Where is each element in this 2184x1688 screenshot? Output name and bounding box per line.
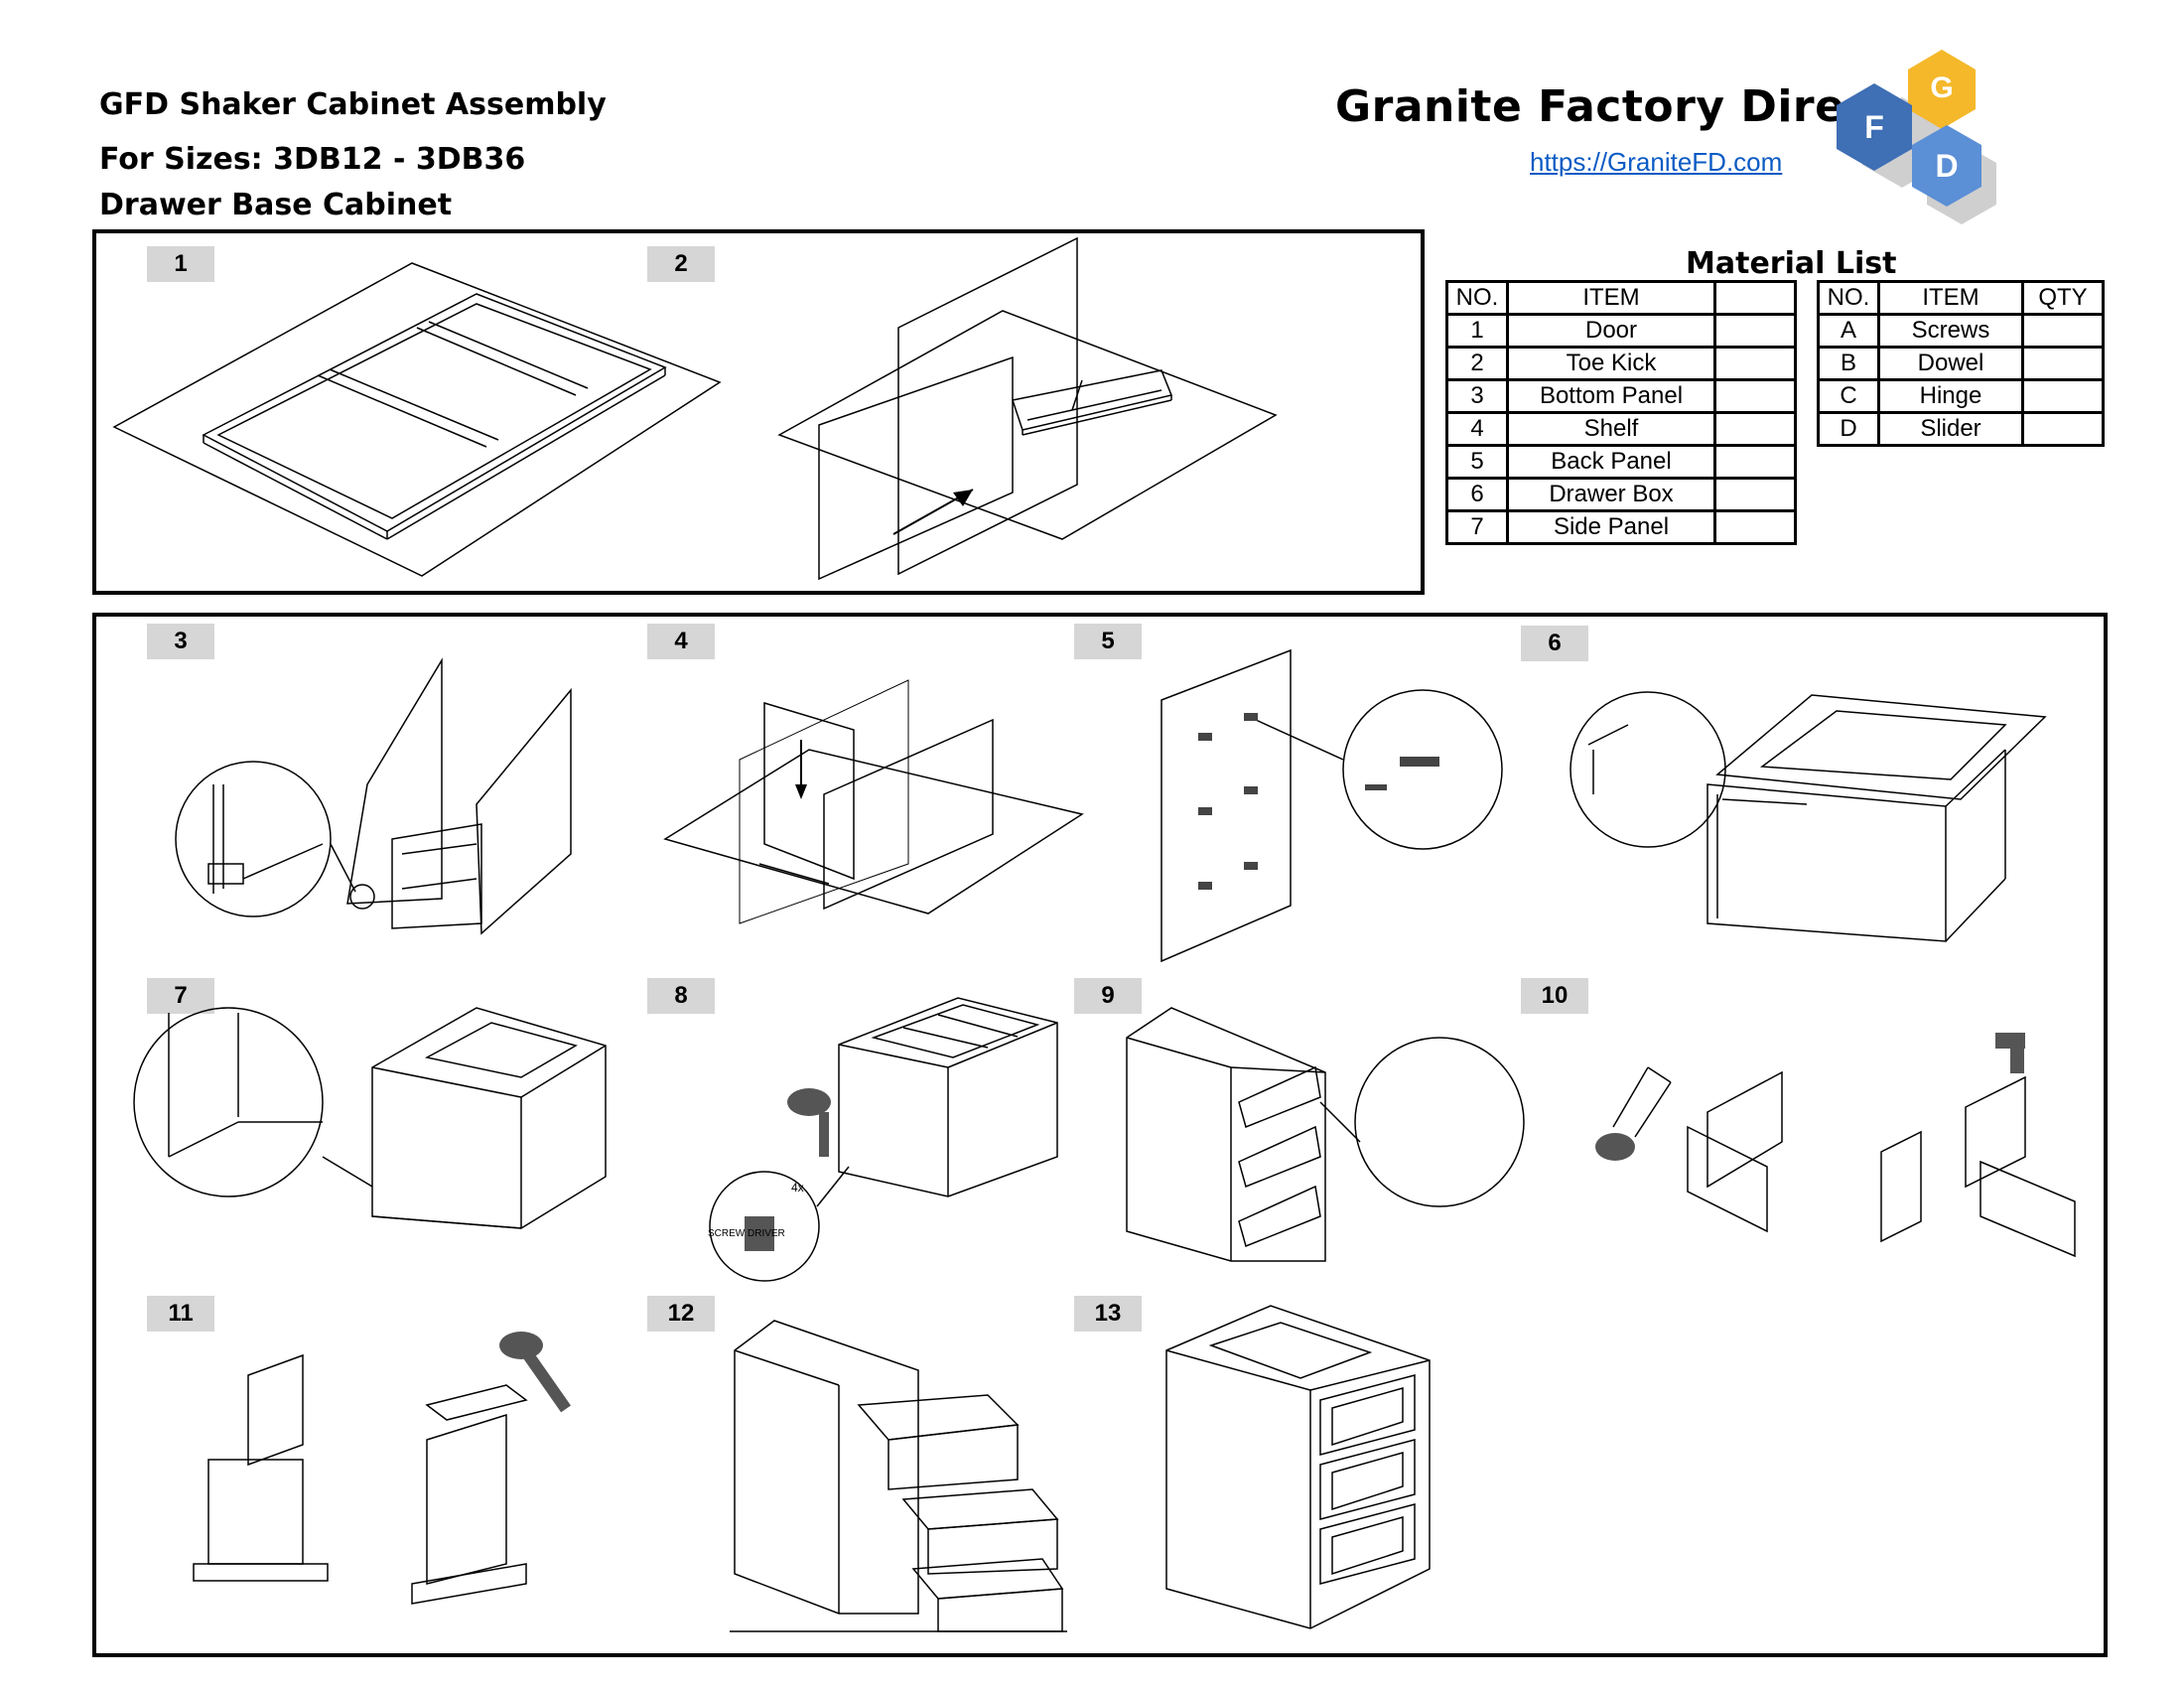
step-badge-1: 1 xyxy=(147,246,214,282)
step-6-face-frame-attach-illustration xyxy=(1569,685,2065,953)
part-qty xyxy=(1713,378,1797,414)
logo-letter-d: D xyxy=(1935,148,1958,184)
hardware-qty xyxy=(2021,346,2105,381)
part-no: 6 xyxy=(1445,477,1509,512)
step-13-finished-cabinet-illustration xyxy=(1161,1301,1439,1638)
part-no: 1 xyxy=(1445,313,1509,349)
step-9-slider-illustration xyxy=(1122,1003,1529,1271)
step-5-back-panel-illustration xyxy=(1157,645,1504,963)
part-qty xyxy=(1713,477,1797,512)
hardware-no: D xyxy=(1817,411,1880,447)
step-badge-8: 8 xyxy=(647,978,715,1014)
part-item: Toe Kick xyxy=(1506,346,1716,381)
part-no: 5 xyxy=(1445,444,1509,480)
step-badge-7: 7 xyxy=(147,978,214,1014)
hardware-item: Screws xyxy=(1877,313,2024,349)
step-badge-11: 11 xyxy=(147,1296,214,1332)
hardware-table-header: NO. ITEM QTY xyxy=(1817,280,2105,316)
step-4-shelf-illustration xyxy=(660,665,1087,923)
step-badge-10: 10 xyxy=(1521,978,1588,1014)
col-header-item: ITEM xyxy=(1877,280,2024,316)
part-no: 4 xyxy=(1445,411,1509,447)
step-badge-3: 3 xyxy=(147,624,214,659)
hardware-qty xyxy=(2021,378,2105,414)
logo-letter-g: G xyxy=(1930,71,1953,104)
step-8-screw-illustration: SCREW DRIVER 4x xyxy=(708,993,1077,1281)
part-item: Drawer Box xyxy=(1506,477,1716,512)
step-badge-6: 6 xyxy=(1521,626,1588,661)
step-badge-2: 2 xyxy=(647,246,715,282)
step-badge-4: 4 xyxy=(647,624,715,659)
step-7-cabinet-box-illustration xyxy=(129,998,625,1236)
col-header-no: NO. xyxy=(1817,280,1880,316)
hardware-item: Dowel xyxy=(1877,346,2024,381)
col-header-qty xyxy=(1713,280,1797,316)
part-no: 3 xyxy=(1445,378,1509,414)
document-title: GFD Shaker Cabinet Assembly xyxy=(99,87,607,122)
hardware-no: B xyxy=(1817,346,1880,381)
brand-url-link[interactable]: https://GraniteFD.com xyxy=(1530,147,1783,177)
step-badge-5: 5 xyxy=(1074,624,1142,659)
part-item: Back Panel xyxy=(1506,444,1716,480)
main-steps-frame xyxy=(92,613,2108,1657)
step-3-bottom-panel-illustration xyxy=(174,655,591,943)
part-qty xyxy=(1713,346,1797,381)
part-no: 2 xyxy=(1445,346,1509,381)
step-badge-9: 9 xyxy=(1074,978,1142,1014)
screwdriver-label: SCREW DRIVER xyxy=(708,1228,785,1239)
step-badge-13: 13 xyxy=(1074,1296,1142,1332)
hardware-no: A xyxy=(1817,313,1880,349)
parts-table-header: NO. ITEM xyxy=(1445,280,1797,316)
hardware-no: C xyxy=(1817,378,1880,414)
cabinet-type: Drawer Base Cabinet xyxy=(99,188,453,222)
part-qty xyxy=(1713,444,1797,480)
step-10-drawer-assembly-illustration xyxy=(1595,1033,2085,1256)
part-item: Shelf xyxy=(1506,411,1716,447)
part-qty xyxy=(1713,313,1797,349)
hardware-qty xyxy=(2021,411,2105,447)
logo-letter-f: F xyxy=(1864,109,1884,145)
material-list-title: Material List xyxy=(1686,246,1897,281)
size-range: For Sizes: 3DB12 - 3DB36 xyxy=(99,142,526,177)
hardware-qty xyxy=(2021,313,2105,349)
part-qty xyxy=(1713,509,1797,545)
hardware-item: Hinge xyxy=(1877,378,2024,414)
brand-name: Granite Factory Direct xyxy=(1335,81,1893,132)
top-steps-frame xyxy=(92,229,1425,595)
part-item: Door xyxy=(1506,313,1716,349)
step-badge-12: 12 xyxy=(647,1296,715,1332)
step-1-face-frame-illustration xyxy=(109,258,725,586)
step-11-drawer-front-illustration xyxy=(184,1332,571,1614)
col-header-no: NO. xyxy=(1445,280,1509,316)
part-item: Side Panel xyxy=(1506,509,1716,545)
step-2-toe-kick-illustration xyxy=(774,236,1291,584)
screw-count-label: 4x xyxy=(791,1181,804,1195)
gfd-logo-icon: G F D xyxy=(1837,50,1996,224)
col-header-qty: QTY xyxy=(2021,280,2105,316)
hardware-item: Slider xyxy=(1877,411,2024,447)
part-item: Bottom Panel xyxy=(1506,378,1716,414)
step-12-drawers-install-illustration xyxy=(730,1316,1077,1633)
col-header-item: ITEM xyxy=(1506,280,1716,316)
part-qty xyxy=(1713,411,1797,447)
part-no: 7 xyxy=(1445,509,1509,545)
